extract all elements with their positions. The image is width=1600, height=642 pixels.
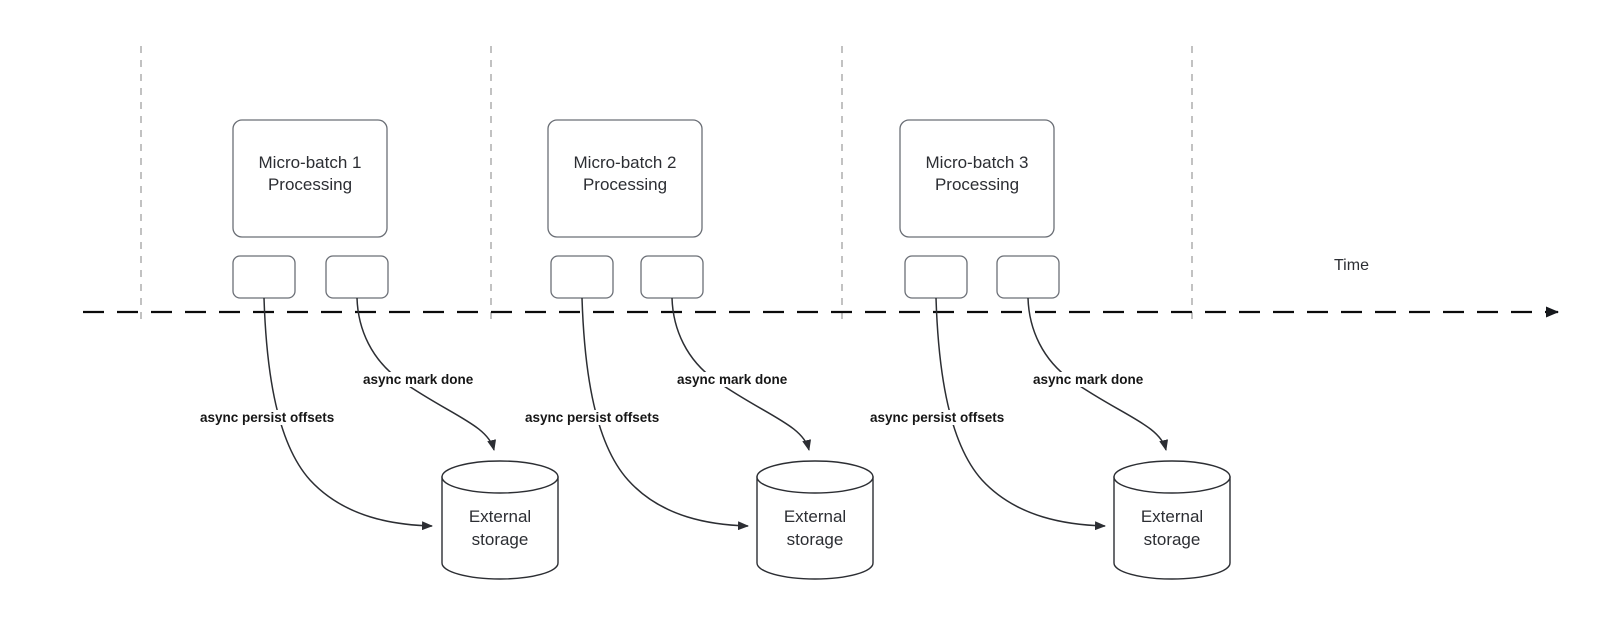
persist-3-label: async persist offsets [869,410,1006,425]
mark-3-label: async mark done [1032,372,1145,387]
mark-1-label: async mark done [362,372,475,387]
group-2-shapes [547,119,874,580]
external-storage-3-cylinder[interactable] [1113,460,1231,580]
persist-3-arrow [935,297,1106,531]
persist-2-label: async persist offsets [524,410,661,425]
task-2b-box[interactable] [640,255,704,299]
persist-1-label: async persist offsets [199,410,336,425]
external-storage-1-cylinder[interactable] [441,460,559,580]
micro-batch-3-box[interactable] [899,119,1055,238]
task-3a-box[interactable] [904,255,968,299]
task-1a-box[interactable] [232,255,296,299]
task-1b-box[interactable] [325,255,389,299]
micro-batch-2-box[interactable] [547,119,703,238]
micro-batch-1-box[interactable] [232,119,388,238]
timeline-axis-label: Time [1334,257,1369,274]
group-3-shapes [899,119,1231,580]
persist-2-arrow [581,297,749,531]
external-storage-2-cylinder[interactable] [756,460,874,580]
persist-1-arrow [263,297,433,531]
mark-2-label: async mark done [676,372,789,387]
batch-separators [140,46,1193,326]
group-1-shapes [232,119,559,580]
task-2a-box[interactable] [550,255,614,299]
task-3b-box[interactable] [996,255,1060,299]
